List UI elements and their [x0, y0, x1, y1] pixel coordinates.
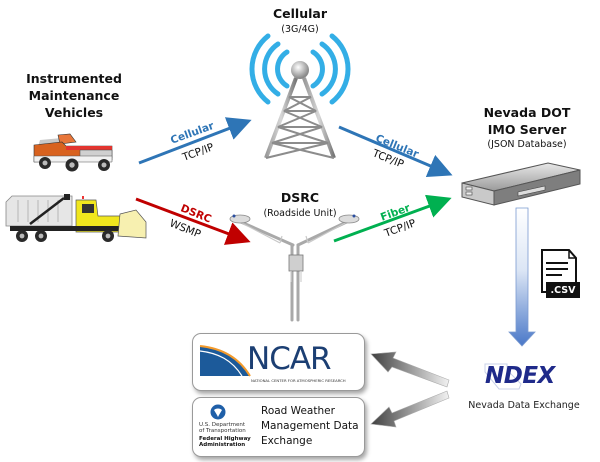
- snowplow-truck-icon: [5, 194, 147, 242]
- arrow-ndex-to-rwmde: [370, 390, 450, 428]
- rwmde-title: Road Weather Management Data Exchange: [261, 404, 359, 449]
- usdot-text: U.S. Department of Transportation: [199, 422, 246, 434]
- rwmde-title-line-2: Management Data: [261, 420, 359, 432]
- vehicles-label: Instrumented Maintenance Vehicles: [14, 70, 134, 121]
- arrow-vehicle-to-cellular: [138, 117, 252, 165]
- vehicles-title-line-1: Instrumented: [26, 71, 122, 86]
- rwmde-title-line-3: Exchange: [261, 435, 313, 447]
- ndex-logo-text: NDEX: [485, 363, 555, 389]
- arrow-ndex-to-ncar: [370, 351, 450, 388]
- fhwa-line-2: Administration: [199, 442, 246, 448]
- server-label: Nevada DOT IMO Server: [462, 104, 592, 138]
- usdot-line-1: U.S. Department: [199, 422, 246, 428]
- usdot-line-2: of Transportation: [199, 428, 246, 434]
- arrow-dsrc-to-server: [333, 194, 452, 243]
- server-title-line-1: Nevada DOT: [483, 105, 571, 120]
- arrow-server-to-ndex: [508, 207, 536, 347]
- ncar-swoosh-icon: [199, 345, 251, 377]
- server-icon: [461, 162, 581, 206]
- cell-tower-icon: [249, 33, 351, 159]
- csv-label: .CSV: [550, 285, 576, 296]
- cellular-title: Cellular: [272, 6, 327, 21]
- ncar-logo-text: NCAR: [247, 341, 332, 377]
- dsrc-title: DSRC: [280, 190, 320, 205]
- dsrc-subtitle: (Roadside Unit): [263, 208, 337, 219]
- vehicles-title-line-3: Vehicles: [44, 105, 104, 120]
- ncar-card: NCAR NATIONAL CENTER FOR ATMOSPHERIC RES…: [192, 333, 365, 391]
- rwmde-title-line-1: Road Weather: [261, 405, 335, 417]
- ndex-nevada-shape-icon: [484, 363, 522, 390]
- server-title-line-2: IMO Server: [487, 122, 567, 137]
- arrow-cellular-to-server: [338, 125, 453, 177]
- csv-file-icon: [541, 249, 580, 298]
- fhwa-line-1: Federal Highway: [199, 436, 251, 442]
- cellular-subtitle: (3G/4G): [281, 24, 319, 35]
- ndex-logo: NDEX: [481, 362, 567, 390]
- fhwa-text: Federal Highway Administration: [199, 436, 251, 448]
- arrow-plow-to-dsrc: [135, 197, 251, 245]
- ndex-caption: Nevada Data Exchange: [468, 400, 580, 411]
- usdot-logo-icon: [210, 404, 226, 420]
- roadside-unit-icon: [229, 214, 360, 322]
- ncar-tagline: NATIONAL CENTER FOR ATMOSPHERIC RESEARCH: [251, 378, 346, 383]
- pickup-truck-icon: [33, 133, 113, 172]
- vehicles-title-line-2: Maintenance: [28, 88, 120, 103]
- server-subtitle: (JSON Database): [487, 139, 567, 150]
- rwmde-card: U.S. Department of Transportation Federa…: [192, 397, 365, 457]
